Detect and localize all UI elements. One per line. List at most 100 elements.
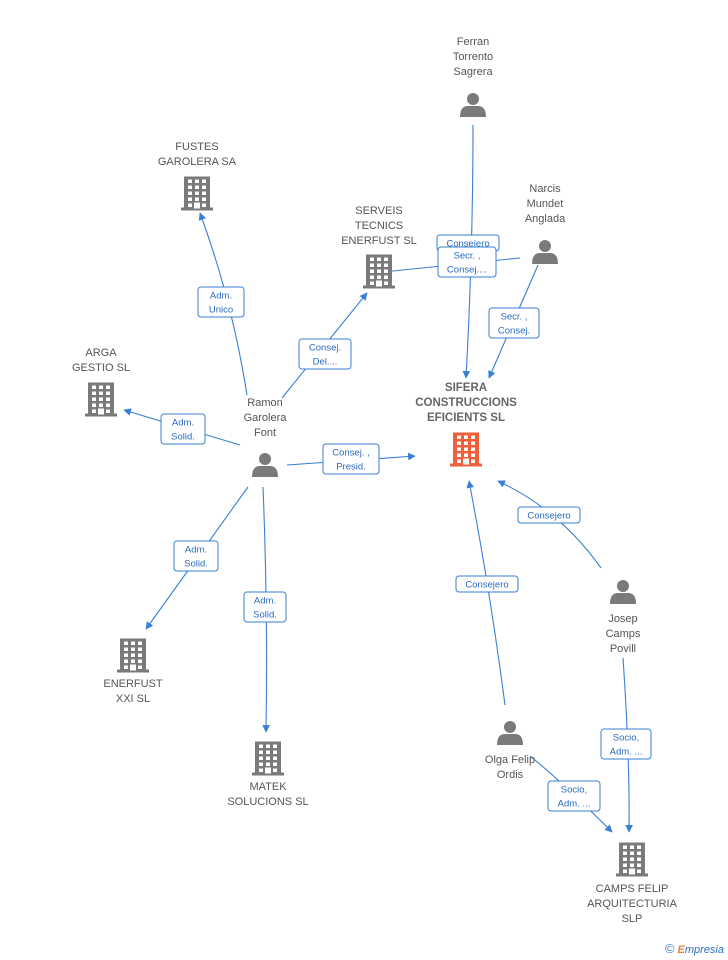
node-label: SOLUCIONS SL xyxy=(227,796,308,808)
node-label: Narcis xyxy=(529,183,561,195)
edge-olga-sifera[interactable]: Consejero xyxy=(455,480,519,706)
node-label: Povill xyxy=(610,643,636,655)
edge-label-text: Adm. ... xyxy=(610,747,643,758)
node-label: Torrento xyxy=(453,51,493,63)
building-icon[interactable] xyxy=(252,741,284,776)
person-icon[interactable] xyxy=(460,93,486,117)
building-icon[interactable] xyxy=(363,254,395,289)
edge-line xyxy=(466,480,506,706)
edge-label-text: Solid. xyxy=(184,559,208,570)
node-label: Ferran xyxy=(457,36,489,48)
edge-label-text: Consejero xyxy=(465,580,508,591)
edge-label[interactable]: Consejero xyxy=(517,506,581,524)
edge-label-text: Consej. xyxy=(498,326,530,337)
edge-label[interactable]: Adm. Unico xyxy=(197,286,245,318)
node-label: Camps xyxy=(606,628,641,640)
person-icon[interactable] xyxy=(532,240,558,264)
brand-logo: Empresia xyxy=(677,944,724,956)
node-label: Mundet xyxy=(527,198,564,210)
edge-label[interactable]: Consejero xyxy=(455,575,519,593)
edge-label[interactable]: Secr. ,Consej.... xyxy=(437,246,497,278)
building-icon[interactable] xyxy=(85,382,117,417)
node-enerfust[interactable]: ENERFUST XXI SL xyxy=(103,638,163,706)
node-label: FUSTES xyxy=(175,141,218,153)
node-label: SERVEIS xyxy=(355,205,403,217)
nodes-layer: FerranTorrentoSagreraNarcisMundetAnglada… xyxy=(72,36,678,925)
edge-label-text: Socio, xyxy=(561,785,587,796)
edge-label-text: Solid. xyxy=(171,432,195,443)
building-icon[interactable] xyxy=(181,176,213,211)
node-label: CONSTRUCCIONS xyxy=(415,397,517,409)
node-label: Ordis xyxy=(497,769,524,781)
edge-josep-camps[interactable]: Socio, Adm. ... xyxy=(600,657,652,833)
node-fustes[interactable]: FUSTES GAROLERA SA xyxy=(158,141,237,211)
edge-ramon-fustes[interactable]: Adm. Unico xyxy=(197,212,248,396)
edge-label-text: Secr. , xyxy=(501,312,528,323)
node-label: GAROLERA SA xyxy=(158,156,237,168)
node-label: ENERFUST xyxy=(103,678,163,690)
node-label: SIFERA xyxy=(445,382,487,394)
node-label: Garolera xyxy=(244,412,288,424)
node-label: Ramon xyxy=(247,397,282,409)
edge-label-text: Consej. , xyxy=(332,448,370,459)
building-icon[interactable] xyxy=(616,842,648,877)
person-icon[interactable] xyxy=(252,453,278,477)
edge-label-text: Adm. xyxy=(172,418,194,429)
edge-label[interactable]: Adm. Solid. xyxy=(160,413,206,445)
node-label: Olga Felip xyxy=(485,754,535,766)
node-label: Josep xyxy=(608,613,637,625)
person-icon[interactable] xyxy=(610,580,636,604)
edge-olga-camps[interactable]: Socio,Adm. ... xyxy=(529,755,613,833)
node-label: GESTIO SL xyxy=(72,362,130,374)
node-label: XXI SL xyxy=(116,693,150,705)
node-label: ARQUITECTURIA xyxy=(587,898,678,910)
edge-line xyxy=(497,480,602,569)
building-icon[interactable] xyxy=(450,432,482,467)
edge-narcis-sifera[interactable]: Secr. , Consej. xyxy=(488,264,540,379)
edge-ramon-arga[interactable]: Adm. Solid. xyxy=(123,408,241,446)
edge-label-text: Solid. xyxy=(253,610,277,621)
edge-label-text: Consej.... xyxy=(447,265,487,276)
edge-ramon-matek[interactable]: Adm. Solid. xyxy=(243,486,287,733)
edge-label[interactable]: Consej. ,Presid. xyxy=(322,443,380,475)
edge-label-text: Adm. xyxy=(185,545,207,556)
footer-brand: © Empresia xyxy=(665,941,724,956)
edge-label[interactable]: Socio, Adm. ... xyxy=(600,728,652,760)
edge-josep-sifera[interactable]: Consejero xyxy=(497,480,602,569)
building-icon[interactable] xyxy=(117,638,149,673)
edge-label[interactable]: Socio,Adm. ... xyxy=(547,780,601,812)
node-label: MATEK xyxy=(249,781,287,793)
edge-label[interactable]: Consej. Del.... xyxy=(298,338,352,370)
edge-narcis-serveis[interactable]: Secr. ,Consej.... xyxy=(382,246,521,278)
node-matek[interactable]: MATEK SOLUCIONS SL xyxy=(227,741,309,809)
edge-label-text: Adm. xyxy=(254,596,276,607)
person-icon[interactable] xyxy=(497,721,523,745)
edge-label-text: Consejero xyxy=(446,239,489,250)
edge-label-text: Adm. xyxy=(210,291,232,302)
edge-label-text: Unico xyxy=(209,305,233,316)
edge-label-text: Consej. xyxy=(309,343,341,354)
edge-label[interactable]: Secr. , Consej. xyxy=(488,307,540,339)
edge-label-text: Del.... xyxy=(313,357,338,368)
node-label: SLP xyxy=(622,913,643,925)
node-label: Font xyxy=(254,427,276,439)
edge-label[interactable]: Adm. Solid. xyxy=(243,591,287,623)
edge-ramon-sifera[interactable]: Consej. ,Presid. xyxy=(286,443,416,475)
node-label: Anglada xyxy=(525,213,566,225)
edge-label-text: Socio, xyxy=(613,733,639,744)
edge-ramon-enerfust[interactable]: Adm. Solid. xyxy=(145,486,249,630)
node-label: Sagrera xyxy=(453,66,493,78)
edge-label[interactable]: Adm. Solid. xyxy=(173,540,219,572)
edge-ramon-serveis[interactable]: Consej. Del.... xyxy=(281,292,368,399)
